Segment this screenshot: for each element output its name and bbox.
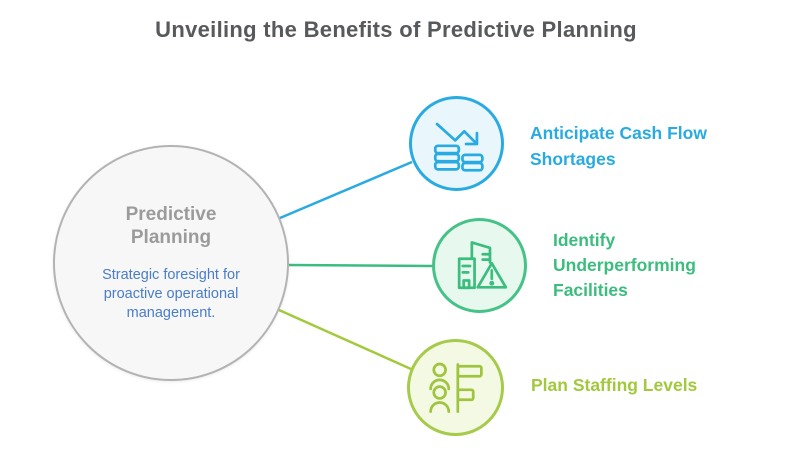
connector-line-facilities [288, 263, 434, 268]
benefit-node-facilities [432, 218, 527, 313]
connector-line-staffing [278, 308, 412, 371]
connector-line-cash-flow [279, 160, 413, 220]
center-node-predictive-planning: Predictive Planning Strategic foresight … [53, 145, 289, 381]
facility-warning-icon [451, 237, 509, 295]
staffing-levels-icon [427, 359, 485, 417]
center-node-description: Strategic foresight for proactive operat… [102, 267, 240, 322]
benefit-label-cash-flow: Anticipate Cash Flow Shortages [530, 123, 707, 169]
benefit-node-cash-flow [409, 96, 504, 191]
benefit-label-staffing: Plan Staffing Levels [531, 375, 698, 395]
cash-flow-decline-icon [428, 115, 486, 173]
page-title: Unveiling the Benefits of Predictive Pla… [155, 17, 637, 42]
benefit-label-facilities: Identify Underperforming Facilities [553, 230, 696, 300]
benefit-node-staffing [407, 339, 504, 436]
center-node-title: Predictive Planning [125, 203, 217, 249]
